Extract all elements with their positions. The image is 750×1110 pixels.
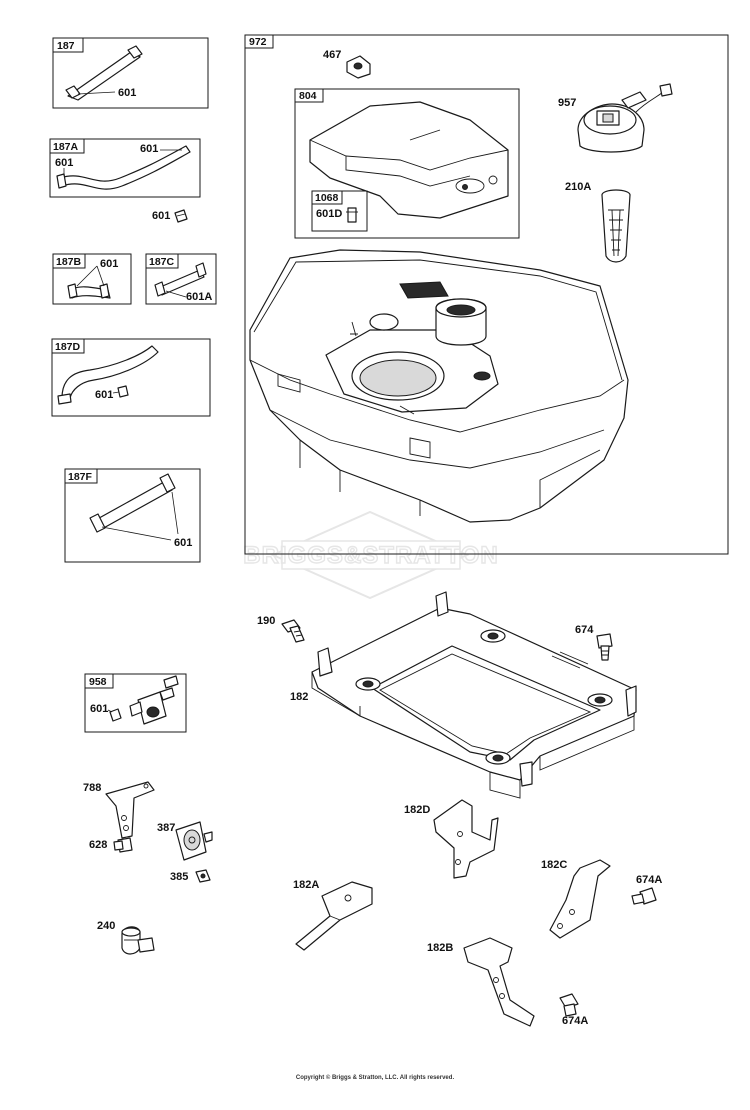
- bracket-182A: 182A: [293, 879, 373, 951]
- label-182A: 182A: [293, 879, 319, 891]
- tank-cover-804: [309, 101, 509, 219]
- label-674: 674: [575, 624, 594, 636]
- kit-187F-box: 187F 601: [64, 468, 201, 563]
- label-601-958: 601: [90, 703, 108, 715]
- label-601-loose: 601: [152, 210, 170, 222]
- kit-187A-box: 187A 601 601: [49, 138, 201, 198]
- copyright-notice: Copyright © Briggs & Stratton, LLC. All …: [296, 1074, 455, 1081]
- watermark-logo: BRIGGS&STRATTON: [243, 510, 498, 600]
- fuel-line-187A: [59, 145, 191, 190]
- kit-187C-box: 187C 601A: [145, 253, 217, 305]
- part-601D: [347, 207, 357, 223]
- kit-958-label: 958: [89, 676, 107, 688]
- clamp-958: [109, 708, 122, 722]
- label-674A-bottom: 674A: [562, 1015, 588, 1027]
- clamp-601-loose: 601: [152, 209, 188, 223]
- label-387: 387: [157, 822, 175, 834]
- label-467: 467: [323, 49, 341, 61]
- label-385: 385: [170, 871, 188, 883]
- fuel-line-187: [65, 45, 143, 101]
- kit-187B-label: 187B: [56, 256, 82, 268]
- fuel-tank-972: [249, 249, 629, 523]
- label-957: 957: [558, 97, 576, 109]
- part-467: 467: [323, 49, 371, 79]
- label-601-187: 601: [118, 87, 136, 99]
- bolt-674A-top: 674A: [631, 874, 662, 905]
- kit-187C-label: 187C: [149, 256, 175, 268]
- tank-bracket-frame-182: 182: [290, 591, 637, 799]
- bracket-788: 788: [83, 781, 155, 839]
- fuel-filter-210A: 210A: [565, 181, 631, 263]
- label-601-187B: 601: [100, 258, 118, 270]
- bolt-190: 190: [257, 615, 305, 643]
- switch-387: 387: [157, 821, 213, 861]
- label-601-187A-right: 601: [140, 143, 158, 155]
- label-788: 788: [83, 782, 101, 794]
- label-674A-top: 674A: [636, 874, 662, 886]
- label-190: 190: [257, 615, 275, 627]
- bracket-182B: 182B: [427, 937, 535, 1027]
- label-601A-187C: 601A: [186, 291, 212, 303]
- fuel-cap-957: 957: [558, 83, 673, 153]
- label-601D: 601D: [316, 208, 342, 220]
- kit-187F-label: 187F: [68, 471, 93, 483]
- kit-187D-label: 187D: [55, 341, 81, 353]
- fuel-shutoff-valve-958: [129, 675, 179, 725]
- valve-240: 240: [97, 920, 155, 955]
- label-182B: 182B: [427, 942, 453, 954]
- bolt-674: 674: [575, 624, 613, 661]
- kit-972-label: 972: [249, 36, 267, 48]
- label-628: 628: [89, 839, 107, 851]
- bracket-182C: 182C: [541, 859, 611, 939]
- label-240: 240: [97, 920, 115, 932]
- bolt-628: 628: [89, 837, 133, 853]
- label-601-187F: 601: [174, 537, 192, 549]
- clamp-187A: [56, 173, 67, 189]
- nut-385: 385: [170, 869, 211, 883]
- fuel-line-187D: [61, 345, 159, 399]
- kit-804-box: 804: [294, 88, 520, 239]
- bracket-182D: 182D: [404, 799, 499, 879]
- kit-1068-box: 1068 601D: [311, 190, 368, 232]
- label-601-187D: 601: [95, 389, 113, 401]
- watermark-text: BRIGGS&STRATTON: [243, 542, 498, 569]
- kit-187B-box: 187B 601: [52, 253, 132, 305]
- kit-187-box: 187 601: [52, 37, 209, 109]
- kit-804-label: 804: [299, 90, 317, 102]
- kit-187A-label: 187A: [53, 141, 79, 153]
- kit-958-box: 958 601: [84, 673, 187, 733]
- fuel-line-187F: [91, 481, 173, 531]
- label-182D: 182D: [404, 804, 430, 816]
- label-210A: 210A: [565, 181, 591, 193]
- label-182C: 182C: [541, 859, 567, 871]
- kit-1068-label: 1068: [315, 192, 339, 204]
- kit-187D-box: 187D 601: [51, 338, 211, 417]
- bolt-674A-bottom: 674A: [559, 993, 588, 1027]
- label-182: 182: [290, 691, 308, 703]
- label-601-187A-left: 601: [55, 157, 73, 169]
- kit-187-label: 187: [57, 40, 75, 52]
- kit-972-box: 972: [244, 34, 729, 555]
